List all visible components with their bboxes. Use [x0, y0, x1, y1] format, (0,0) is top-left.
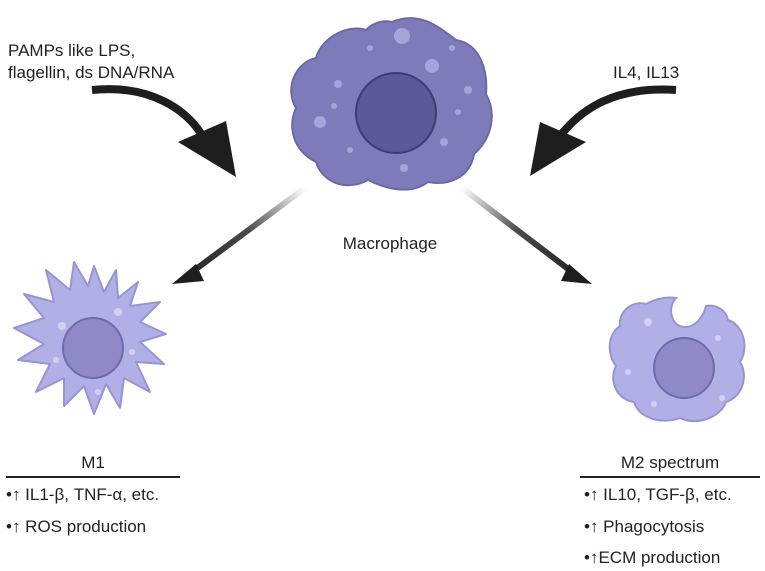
m1-nucleus [62, 317, 124, 379]
m1-cell [13, 261, 167, 415]
m1-divider [6, 476, 180, 478]
m2-bullet-2: •↑ Phagocytosis [584, 517, 705, 536]
m1-stimulus-arrow [91, 85, 236, 177]
m1-bullet-1: •↑ IL1-β, TNF-α, etc. [6, 485, 160, 504]
m1-vesicles [53, 308, 135, 395]
macrophage-cell [290, 17, 493, 191]
m2-divider [580, 476, 760, 478]
m2-title: M2 spectrum [620, 453, 720, 472]
m2-inducers-label: IL4, IL13 [613, 63, 680, 82]
m2-bullet-1: •↑ IL10, TGF-β, etc. [584, 485, 732, 504]
m2-nucleus [653, 337, 715, 399]
m2-vesicles [625, 318, 725, 407]
m1-bullet-2: •↑ ROS production [6, 517, 147, 536]
macrophage-vesicles [314, 28, 472, 172]
m2-cell [608, 296, 746, 423]
macrophage-label: Macrophage [342, 234, 438, 253]
m2-bullet-3: •↑ECM production [584, 548, 721, 567]
arrow-to-m2 [460, 185, 592, 284]
m1-inducers-line1: PAMPs like LPS, [8, 41, 136, 60]
m2-stimulus-arrow [530, 85, 677, 176]
macrophage-nucleus [355, 72, 437, 154]
m1-title: M1 [81, 453, 105, 472]
m1-inducers-line2: flagellin, ds DNA/RNA [8, 63, 175, 82]
arrow-to-m1 [172, 185, 307, 284]
